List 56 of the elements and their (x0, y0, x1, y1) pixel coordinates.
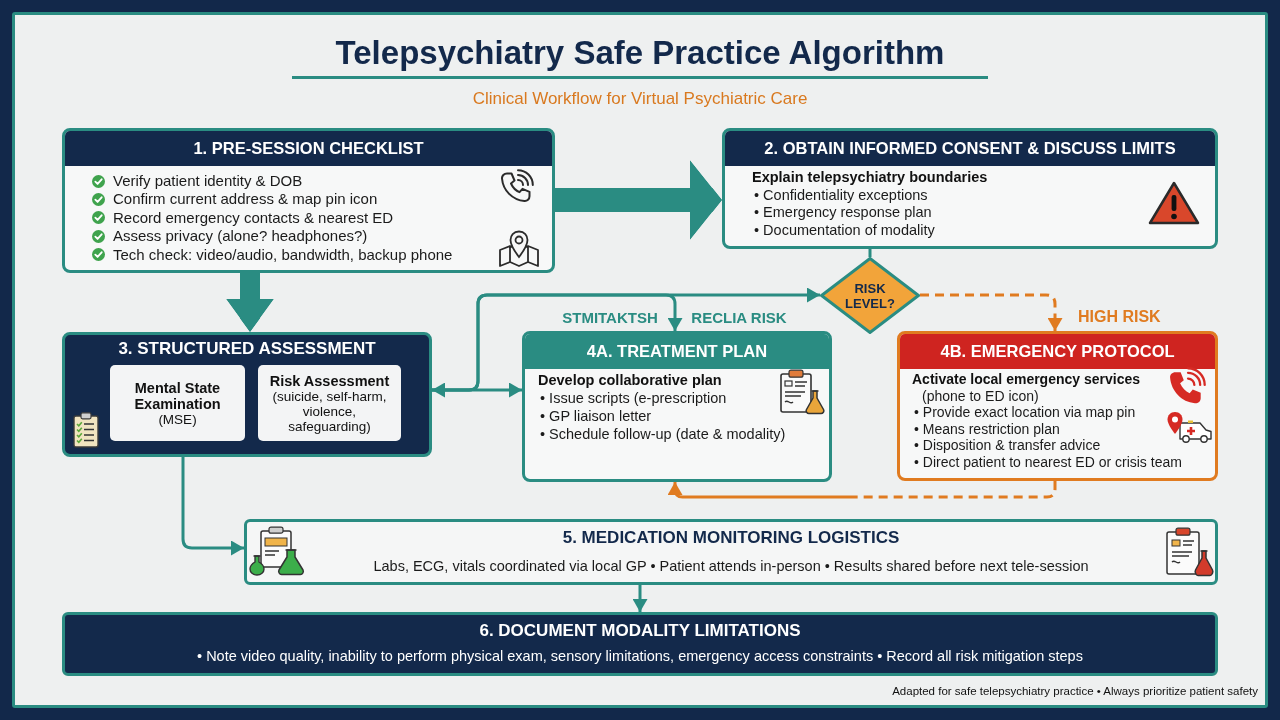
connector-line (868, 249, 872, 257)
bullet-item: • Issue scripts (e-prescription (539, 389, 727, 407)
bullet-item: • Means restriction plan (913, 420, 1060, 438)
assessment-box (258, 365, 401, 441)
bullet-item: • Direct patient to nearest ED or crisis team (913, 453, 1182, 471)
card-header: 1. PRE-SESSION CHECKLIST (65, 131, 552, 166)
dashed-arrow (920, 293, 1063, 331)
process-box (897, 331, 1218, 481)
process-box (244, 519, 1218, 585)
card-title: 6. DOCUMENT MODALITY LIMITATIONS (479, 621, 801, 641)
bullet-item: • Confidentiality exceptions (753, 186, 928, 204)
card-text: (suicide, self-harm, violence, safeguarding) (271, 388, 388, 434)
process-box (62, 128, 555, 273)
card-text: Labs, ECG, vitals coordinated via local GP • Patient attends in-person • Results shared before next tele-session (373, 558, 1089, 574)
bullet-item: • Schedule follow-up (date & modality) (539, 425, 786, 443)
card-text: (MSE) (158, 411, 197, 427)
checklist-item: Verify patient identity & DOB (113, 172, 303, 191)
block-arrow (226, 273, 274, 332)
subtitle: Clinical Workflow for Virtual Psychiatric Care (472, 89, 808, 109)
arrow (632, 585, 648, 612)
branch-label: STMITAKTSH (562, 309, 658, 327)
card-title: Risk Assessment (269, 372, 390, 389)
block-arrow (555, 160, 722, 240)
card-header: 4A. TREATMENT PLAN (525, 334, 829, 369)
branch-label: RECLIA RISK (691, 309, 787, 327)
checklist-item: Assess privacy (alone? headphones?) (113, 227, 368, 246)
checklist-item: Tech check: video/audio, bandwidth, backup phone (113, 245, 453, 264)
process-box (722, 128, 1218, 249)
double-arrow (432, 382, 522, 398)
bullet-item: • Disposition & transfer advice (913, 437, 1101, 454)
card-title: 5. MEDICATION MONITORING LOGISTICS (562, 528, 900, 548)
arrow (432, 293, 683, 392)
process-box (62, 332, 432, 457)
assessment-box (110, 365, 245, 441)
card-title: Mental State Examination (133, 379, 222, 412)
bullet-item: • GP liaison letter (539, 407, 652, 425)
process-box (62, 612, 1218, 676)
decision-diamond (820, 257, 920, 334)
title: Telepsychiatry Safe Practice Algorithm (292, 33, 988, 79)
checklist-item: Record emergency contacts & nearest ED (113, 208, 394, 228)
panel-heading: 3. STRUCTURED ASSESSMENT (118, 339, 376, 358)
card-subheading: Explain telepsychiatry boundaries (752, 169, 988, 187)
bullet-item: • Provide exact location via map pin (913, 404, 1136, 421)
decision-label: RISK LEVEL? (844, 280, 896, 311)
arrow (181, 457, 244, 556)
footer-note: Adapted for safe telepsychiatry practice • Always prioritize patient safety (892, 684, 1258, 698)
card-text: • Note video quality, inability to perform physical exam, sensory limitations, emergency access constraints • Record all risk mitigation steps (197, 648, 1083, 664)
card-subheading: Develop collaborative plan (538, 371, 722, 389)
bullet-item: • Emergency response plan (753, 204, 932, 222)
subheading-note: (phone to ED icon) (921, 387, 1039, 405)
process-box (522, 331, 832, 482)
checklist-item: Confirm current address & map pin icon (113, 190, 378, 209)
bullet-item: • Documentation of modality (753, 221, 935, 239)
card-header: 2. OBTAIN INFORMED CONSENT & DISCUSS LIMITS (725, 131, 1215, 166)
card-header: 4B. EMERGENCY PROTOCOL (900, 334, 1215, 369)
card-subheading: Activate local emergency services (912, 371, 1141, 388)
